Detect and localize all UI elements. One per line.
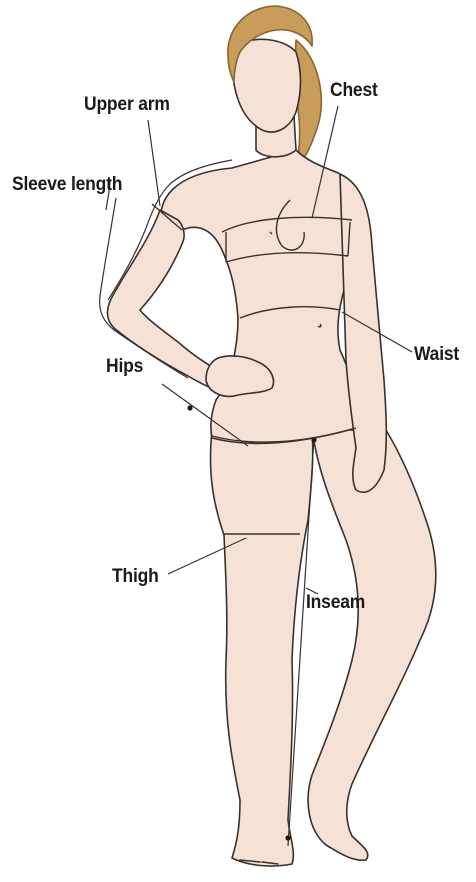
thigh-label: Thigh	[112, 566, 159, 588]
hips-label: Hips	[106, 356, 143, 378]
inseam-label: Inseam	[306, 592, 365, 614]
right-leg	[308, 430, 436, 860]
torso	[160, 150, 359, 443]
waist-label: Waist	[414, 344, 459, 366]
head	[232, 39, 301, 132]
inseam-top-point	[311, 437, 316, 442]
inseam-bottom-point	[285, 835, 290, 840]
upper-arm-label: Upper arm	[84, 94, 170, 116]
left-leg	[211, 430, 313, 866]
sleeve-length-label: Sleeve length	[12, 174, 122, 196]
chest-label: Chest	[330, 80, 378, 102]
upper-arm-leader	[148, 120, 160, 206]
body-silhouette	[107, 6, 435, 866]
hip-point	[187, 405, 192, 410]
